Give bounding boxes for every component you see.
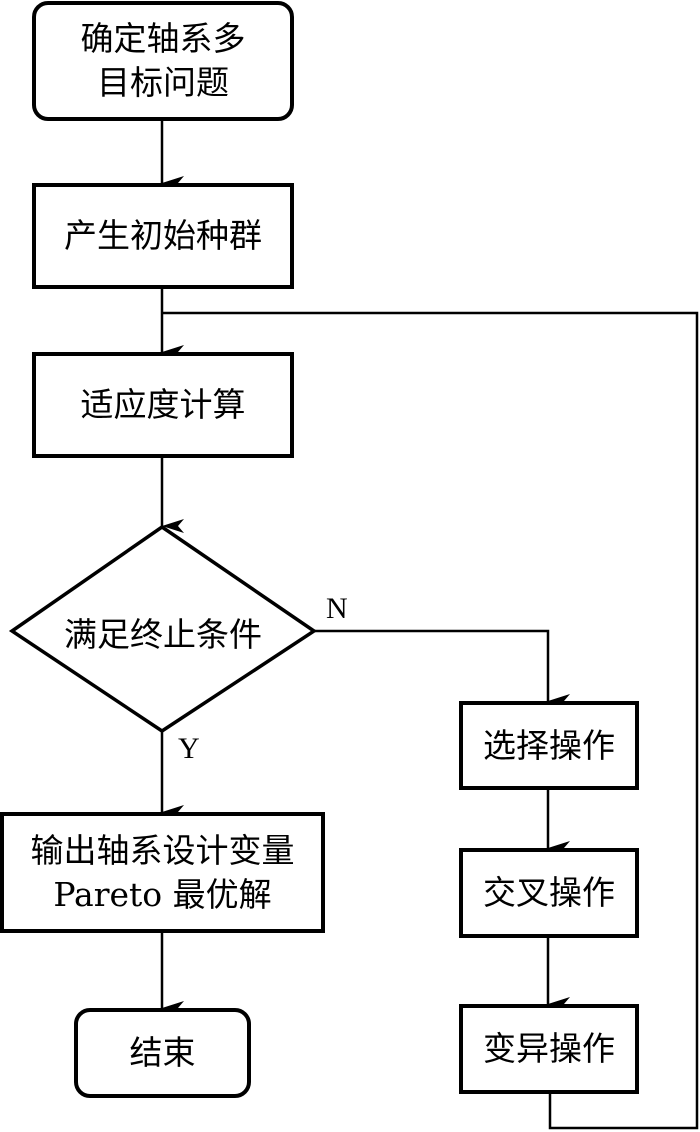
end-node: 结束 <box>74 1008 251 1098</box>
mutation-label: 变异操作 <box>483 1029 615 1068</box>
start-node-line-2: 目标问题 <box>97 63 229 102</box>
init-population-node: 产生初始种群 <box>32 183 294 289</box>
fitness-node: 适应度计算 <box>32 352 294 458</box>
edge-mutation-loop-back <box>162 311 699 1130</box>
no-label: N <box>326 592 348 625</box>
crossover-node: 交叉操作 <box>459 848 639 938</box>
crossover-label: 交叉操作 <box>483 873 615 912</box>
output-node: 输出轴系设计变量 Pareto 最优解 <box>0 812 325 933</box>
edge-decision-no-to-selection <box>314 629 570 708</box>
start-node: 确定轴系多 目标问题 <box>32 1 294 121</box>
mutation-node: 变异操作 <box>459 1004 639 1094</box>
selection-label: 选择操作 <box>483 725 615 765</box>
output-line-1: 输出轴系设计变量 <box>30 830 295 870</box>
selection-node: 选择操作 <box>459 701 639 790</box>
decision-label: 满足终止条件 <box>64 615 262 654</box>
output-line-2: Pareto 最优解 <box>53 874 272 914</box>
init-population-label: 产生初始种群 <box>64 216 262 255</box>
fitness-label: 适应度计算 <box>80 385 246 424</box>
end-label: 结束 <box>129 1033 196 1072</box>
decision-diamond <box>8 524 318 734</box>
yes-label: Y <box>178 732 200 765</box>
start-node-line-1: 确定轴系多 <box>80 19 246 58</box>
